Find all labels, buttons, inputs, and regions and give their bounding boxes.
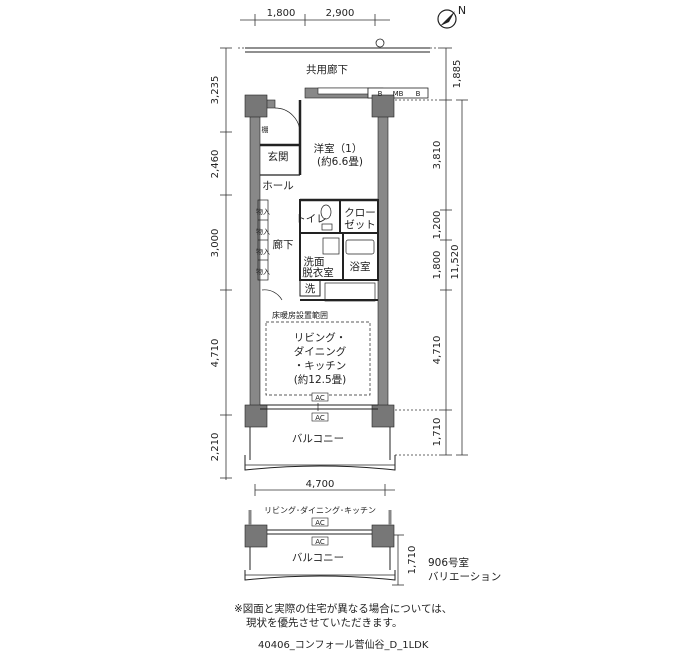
corridor-label: 共用廊下 — [306, 63, 348, 76]
variation-dim: 1,710 — [407, 546, 418, 575]
right-total-dim: 11,520 — [450, 245, 461, 280]
variation-balcony-label: バルコニー — [292, 552, 344, 564]
variation-room-label: リビング･ダイニング･キッチン — [264, 505, 376, 515]
variation-labels: リビング･ダイニング･キッチン AC AC バルコニー 906号室 バリエーショ… — [264, 505, 501, 583]
top-dim-1: 1,800 — [267, 8, 296, 19]
bath-label: 浴室 — [350, 260, 371, 273]
closet-label-2: ゼット — [344, 219, 376, 231]
balcony-label: バルコニー — [292, 433, 344, 445]
disclaimer-note-1: ※図面と実際の住宅が異なる場合については、 — [234, 603, 453, 615]
compass-label: N — [458, 4, 466, 17]
b-label: B — [378, 90, 383, 98]
left-dim-1: 3,235 — [210, 76, 221, 105]
right-dim-4: 1,800 — [432, 251, 443, 280]
ldk-label-2: ダイニング — [294, 345, 347, 358]
washer-label: 洗 — [305, 283, 316, 295]
plan-footer: 40406_コンフォール菅仙谷_D_1LDK — [258, 640, 429, 651]
western-room-size: (約6.6畳) — [317, 155, 363, 168]
variation-type-label: バリエーション — [428, 571, 501, 583]
left-dim-2: 2,460 — [210, 150, 221, 179]
storage-label-2: 物入 — [256, 227, 270, 236]
compass-icon: N — [437, 4, 466, 29]
washroom-label-1: 洗面 — [304, 256, 325, 268]
right-dim-6: 1,710 — [432, 418, 443, 447]
right-dim-3: 1,200 — [432, 211, 443, 240]
right-dim-5: 4,710 — [432, 336, 443, 365]
room-labels: 共用廊下 MB B B 棚 洋室（1） (約6.6畳) 玄関 ホール トイレ ク… — [256, 63, 421, 445]
entrance-label: 玄関 — [268, 150, 289, 163]
shoe-shelf-label: 棚 — [262, 125, 269, 134]
bottom-dim: 4,700 — [306, 479, 335, 490]
right-dim-2: 3,810 — [432, 141, 443, 170]
storage-label-4: 物入 — [256, 267, 270, 276]
apartment-plan — [244, 38, 430, 471]
hallway-label: 廊下 — [273, 238, 294, 251]
washroom-label-2: 脱衣室 — [302, 266, 334, 279]
right-dim-1: 1,885 — [452, 60, 463, 89]
closet-label-1: クロー — [344, 207, 376, 219]
ldk-label-1: リビング・ — [294, 331, 347, 344]
mb-label: MB — [393, 90, 404, 98]
storage-label-3: 物入 — [256, 247, 270, 256]
b-label-2: B — [416, 90, 421, 98]
left-dim-4: 4,710 — [210, 339, 221, 368]
ldk-label-3: ・キッチン — [294, 360, 347, 372]
floor-heating-label: 床暖房設置範囲 — [272, 310, 328, 320]
left-dim-3: 3,000 — [210, 229, 221, 258]
hall-label: ホール — [262, 180, 294, 192]
toilet-label: トイレ — [295, 213, 327, 225]
ac-label-1: AC — [315, 394, 325, 402]
variation-ac-2: AC — [315, 538, 325, 546]
disclaimer-note-2: 現状を優先させていただきます。 — [246, 617, 403, 629]
ac-label-2: AC — [315, 414, 325, 422]
ldk-size: (約12.5畳) — [294, 373, 347, 386]
dimension-labels: 1,800 2,900 3,235 2,460 3,000 4,710 2,21… — [210, 8, 463, 574]
left-dim-5: 2,210 — [210, 433, 221, 462]
variation-unit-label: 906号室 — [428, 556, 469, 569]
variation-plan — [244, 510, 396, 581]
variation-ac-1: AC — [315, 519, 325, 527]
storage-label-1: 物入 — [256, 207, 270, 216]
top-dim-2: 2,900 — [326, 8, 355, 19]
western-room-label: 洋室（1） — [314, 142, 363, 155]
